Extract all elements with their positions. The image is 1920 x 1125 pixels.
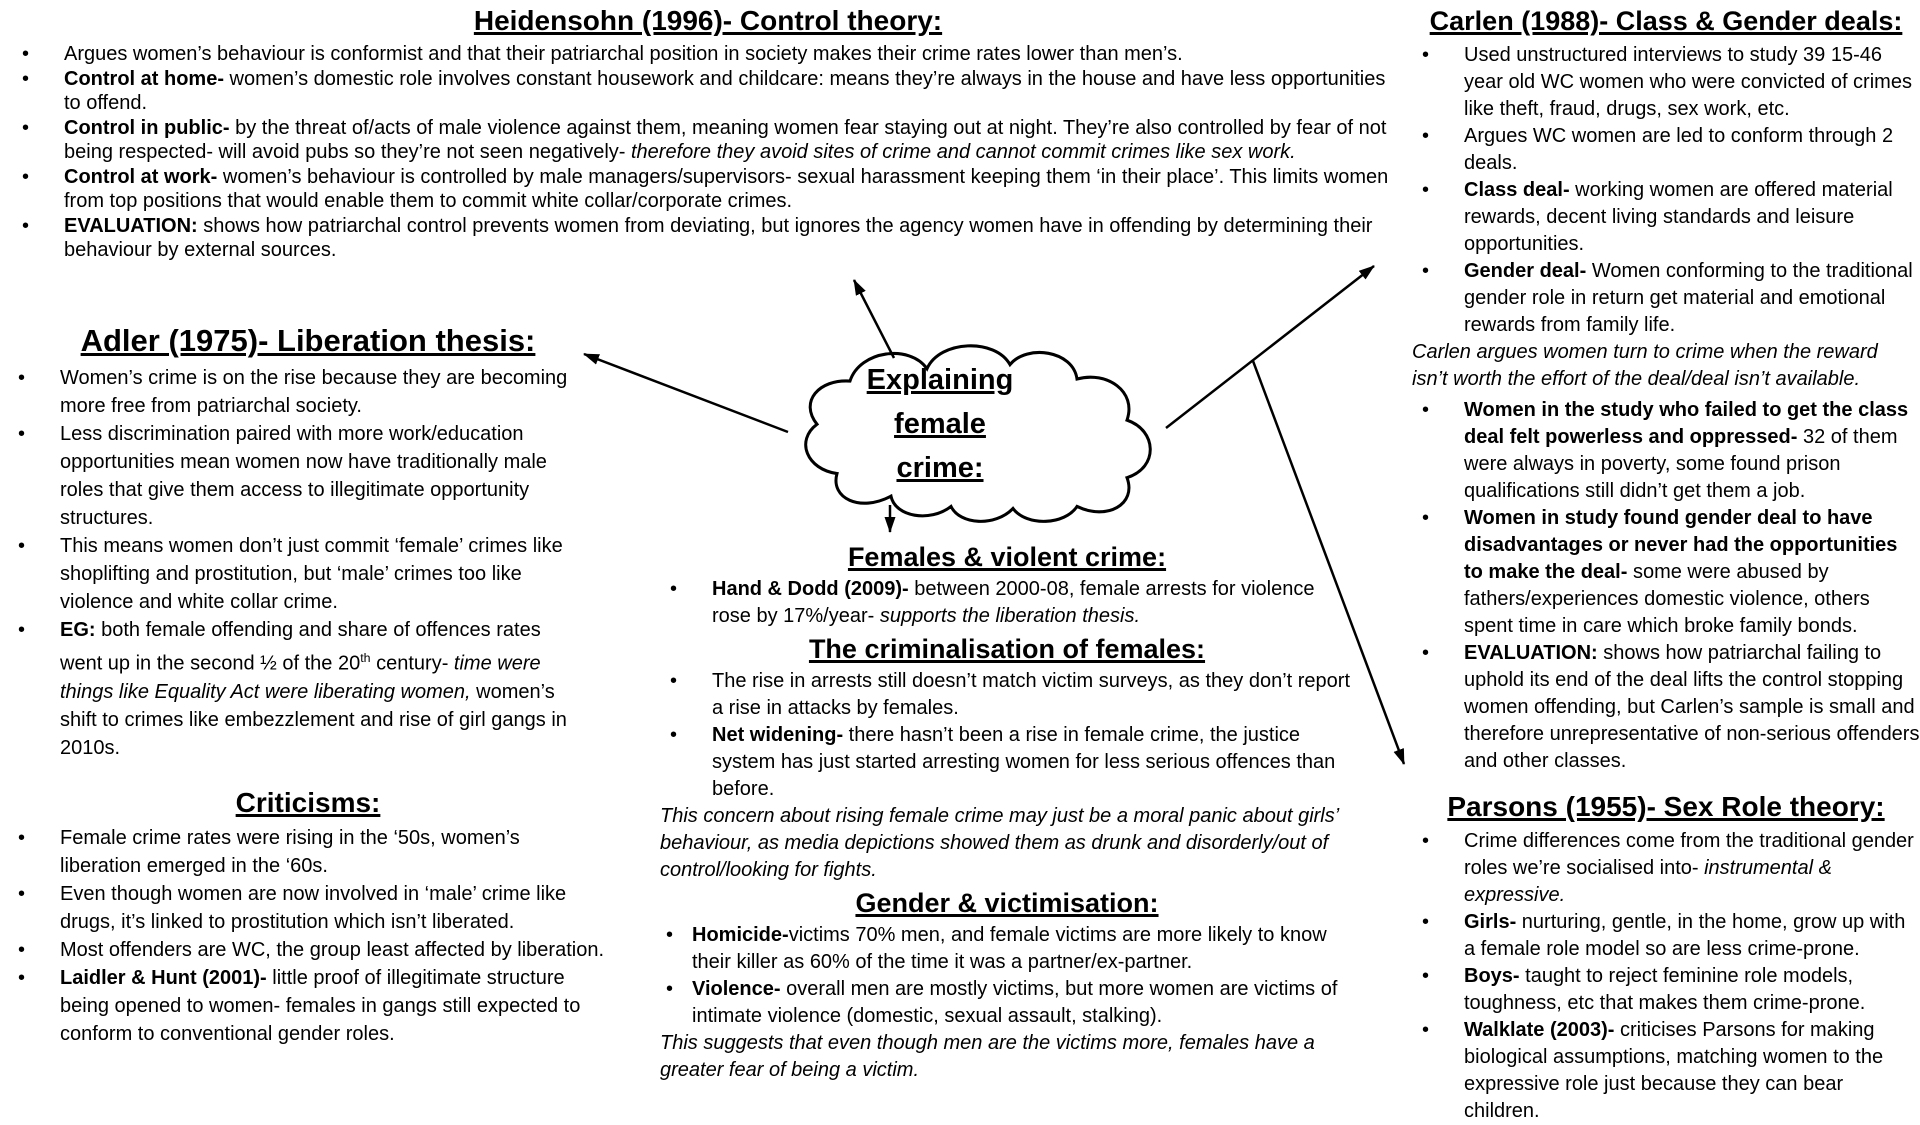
criminalisation-list: The rise in arrests still doesn’t match … [660, 668, 1354, 803]
bullet-item: Crime differences come from the traditio… [1412, 828, 1920, 909]
adler-bullet-list: Women’s crime is on the rise because the… [8, 364, 580, 762]
carlen-title: Carlen (1988)- Class & Gender deals: [1429, 6, 1903, 36]
bullet-item: Argues women’s behaviour is conformist a… [12, 42, 1404, 67]
bullet-item: Hand & Dodd (2009)- between 2000-08, fem… [660, 576, 1354, 630]
arrow-to-carlen [1165, 265, 1375, 429]
criminalisation-italic-note: This concern about rising female crime m… [660, 805, 1339, 881]
bullet-item: Female crime rates were rising in the ‘5… [8, 824, 604, 880]
bullet-item: Argues WC women are led to conform throu… [1412, 123, 1920, 177]
carlen-bullet-list-top: Used unstructured interviews to study 39… [1412, 42, 1920, 339]
parsons-title: Parsons (1955)- Sex Role theory: [1447, 791, 1885, 822]
females-violent-crime-list: Hand & Dodd (2009)- between 2000-08, fem… [660, 576, 1354, 630]
gender-victimisation-title: Gender & victimisation: [855, 888, 1159, 918]
bullet-item: Control in public- by the threat of/acts… [12, 116, 1404, 165]
cloud-shape [804, 344, 1152, 523]
gender-victimisation-italic-note: This suggests that even though men are t… [660, 1032, 1315, 1081]
carlen-bullet-list-bottom: Women in the study who failed to get the… [1412, 397, 1920, 775]
bullet-item: Most offenders are WC, the group least a… [8, 936, 604, 964]
bullet-item: EG: both female offending and share of o… [8, 616, 580, 762]
bullet-item: Women in study found gender deal to have… [1412, 505, 1920, 640]
criticisms-title: Criticisms: [235, 787, 381, 818]
bullet-item: EVALUATION: shows how patriarchal contro… [12, 214, 1404, 263]
heidensohn-bullet-list: Argues women’s behaviour is conformist a… [12, 42, 1404, 263]
cloud-label: Explaining female crime: [790, 358, 1090, 490]
bullet-item: Net widening- there hasn’t been a rise i… [660, 722, 1354, 803]
cloud-label-line2: female [894, 408, 986, 440]
section-parsons-sex-role-theory: Parsons (1955)- Sex Role theory: Crime d… [1412, 790, 1920, 1125]
bullet-item: The rise in arrests still doesn’t match … [660, 668, 1354, 722]
bullet-item: Boys- taught to reject feminine role mod… [1412, 963, 1920, 1017]
heidensohn-title: Heidensohn (1996)- Control theory: [473, 5, 943, 36]
bullet-item: Girls- nurturing, gentle, in the home, g… [1412, 909, 1920, 963]
bullet-item: Homicide-victims 70% men, and female vic… [660, 922, 1354, 976]
criticisms-bullet-list: Female crime rates were rising in the ‘5… [8, 824, 604, 1048]
section-carlen-class-gender-deals: Carlen (1988)- Class & Gender deals: Use… [1412, 4, 1920, 775]
bullet-item: Violence- overall men are mostly victims… [660, 976, 1354, 1030]
bullet-item: This means women don’t just commit ‘fema… [8, 532, 580, 616]
center-column: Females & violent crime: Hand & Dodd (20… [660, 538, 1354, 1084]
gender-victimisation-list: Homicide-victims 70% men, and female vic… [660, 922, 1354, 1030]
bullet-item: Walklate (2003)- criticises Parsons for … [1412, 1017, 1920, 1125]
bullet-item: Control at work- women’s behaviour is co… [12, 165, 1404, 214]
bullet-item: Women’s crime is on the rise because the… [8, 364, 580, 420]
bullet-item: EVALUATION: shows how patriarchal failin… [1412, 640, 1920, 775]
bullet-item: Gender deal- Women conforming to the tra… [1412, 258, 1920, 339]
cloud-label-line1: Explaining [866, 364, 1014, 396]
section-criticisms: Criticisms: Female crime rates were risi… [8, 786, 608, 1048]
bullet-item: Women in the study who failed to get the… [1412, 397, 1920, 505]
bullet-item: Class deal- working women are offered ma… [1412, 177, 1920, 258]
adler-title: Adler (1975)- Liberation thesis: [80, 323, 536, 358]
females-violent-crime-title: Females & violent crime: [847, 542, 1167, 572]
bullet-item: Laidler & Hunt (2001)- little proof of i… [8, 964, 604, 1048]
bullet-item: Control at home- women’s domestic role i… [12, 67, 1404, 116]
cloud-label-line3: crime: [896, 452, 984, 484]
section-adler-liberation-thesis: Adler (1975)- Liberation thesis: Women’s… [8, 322, 608, 762]
bullet-item: Used unstructured interviews to study 39… [1412, 42, 1920, 123]
bullet-item: Less discrimination paired with more wor… [8, 420, 580, 532]
criminalisation-title: The criminalisation of females: [808, 634, 1206, 664]
parsons-bullet-list: Crime differences come from the traditio… [1412, 828, 1920, 1125]
section-heidensohn-control-theory: Heidensohn (1996)- Control theory: Argue… [12, 4, 1404, 263]
bullet-item: Even though women are now involved in ‘m… [8, 880, 604, 936]
carlen-italic-note: Carlen argues women turn to crime when t… [1412, 341, 1878, 390]
